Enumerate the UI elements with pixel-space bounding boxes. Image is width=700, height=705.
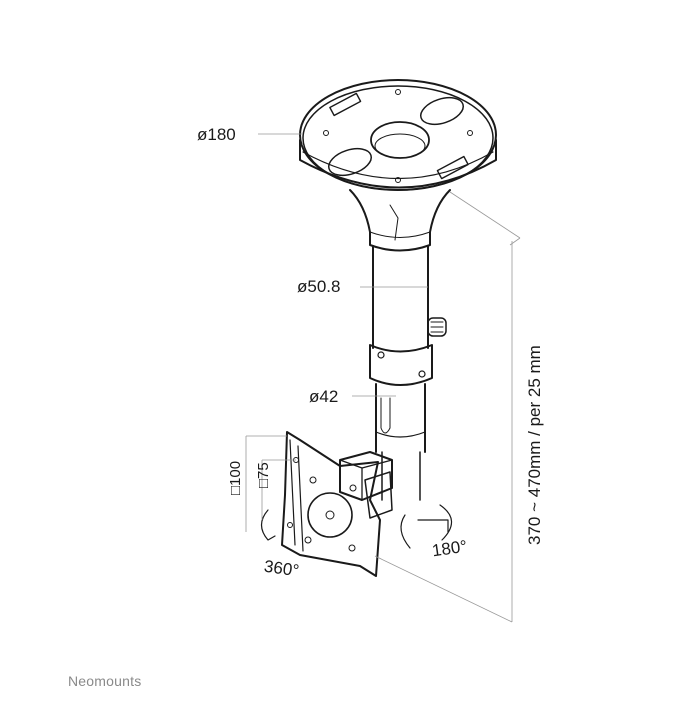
tilt-label: 180° xyxy=(430,536,469,561)
tilt-joint xyxy=(339,451,393,519)
vesa-100-label: □100 xyxy=(227,460,244,495)
dimension-lines xyxy=(245,133,521,623)
height-range-label: 370 ~ 470mm / per 25 mm xyxy=(525,345,544,545)
vesa-75-label: □75 xyxy=(255,462,272,488)
upper-tube xyxy=(369,245,447,386)
lower-tube-diameter-label: ø42 xyxy=(309,387,339,406)
rotation-arrows xyxy=(260,504,453,549)
upper-tube-diameter-label: ø50.8 xyxy=(297,277,341,296)
vesa-plate xyxy=(281,431,381,577)
lower-tube xyxy=(375,383,426,501)
plate-diameter-label: ø180 xyxy=(197,125,236,144)
brand-logo-text: Neomounts xyxy=(68,673,142,689)
ceiling-plate xyxy=(299,79,497,191)
rotation-label: 360° xyxy=(262,556,301,581)
mount-collar xyxy=(349,189,451,252)
